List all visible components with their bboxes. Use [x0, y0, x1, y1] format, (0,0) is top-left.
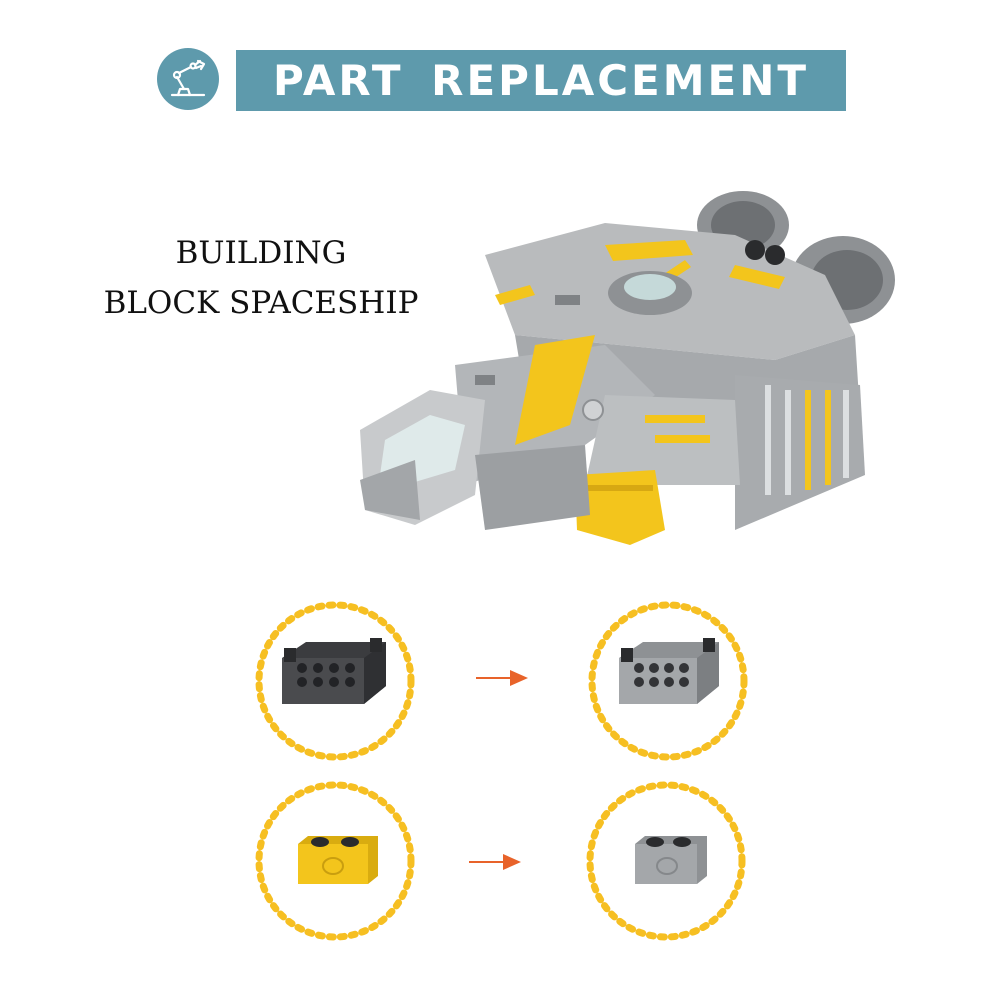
page-title: PART REPLACEMENT — [236, 50, 846, 111]
product-subtitle: BUILDING BLOCK SPACESHIP — [100, 228, 422, 328]
light-gray-technic-brick — [635, 836, 707, 884]
robot-arm-icon — [157, 48, 219, 110]
arrow-right-icon — [469, 854, 521, 870]
light-gray-inverted-slope-brick — [619, 638, 719, 704]
replacement-part-ring-2 — [586, 781, 746, 941]
arrow-right-icon — [476, 670, 528, 686]
dark-gray-inverted-slope-brick — [282, 638, 386, 704]
original-part-ring-1 — [255, 601, 415, 761]
yellow-technic-brick — [298, 836, 378, 884]
original-part-ring-2 — [255, 781, 415, 941]
subtitle-line-2: BLOCK SPACESHIP — [103, 285, 419, 321]
subtitle-line-1: BUILDING — [175, 235, 347, 271]
replacement-part-ring-1 — [588, 601, 748, 761]
spaceship-image — [360, 191, 895, 545]
